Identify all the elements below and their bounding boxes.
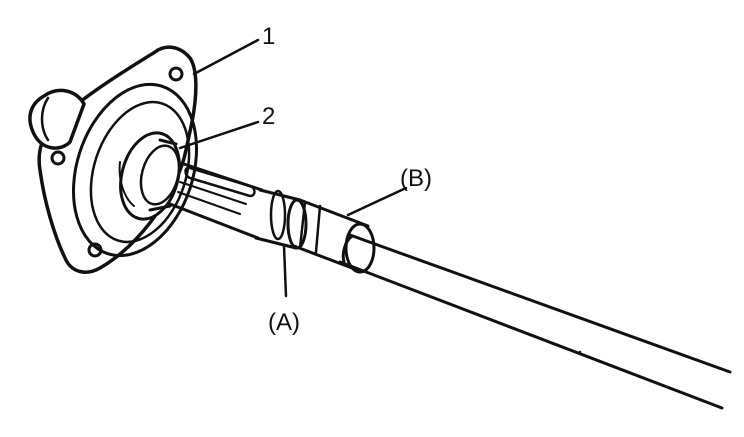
label-part-a: (A) (268, 309, 300, 336)
leader-lines (178, 38, 408, 298)
leader-1 (192, 38, 260, 76)
bolt-hole-left (50, 150, 66, 166)
label-part-b: (B) (400, 165, 432, 192)
shaft (338, 233, 732, 410)
splined-shaft (168, 158, 264, 240)
label-part-2: 2 (262, 103, 275, 130)
speck (578, 350, 582, 354)
leader-2 (178, 120, 260, 150)
leader-a (282, 244, 288, 298)
collar-a (254, 188, 308, 250)
leader-b (346, 186, 408, 217)
label-part-1: 1 (262, 23, 275, 50)
bolt-hole-top (168, 66, 184, 82)
hub-bearing (118, 131, 181, 221)
rear-boss (28, 88, 86, 150)
